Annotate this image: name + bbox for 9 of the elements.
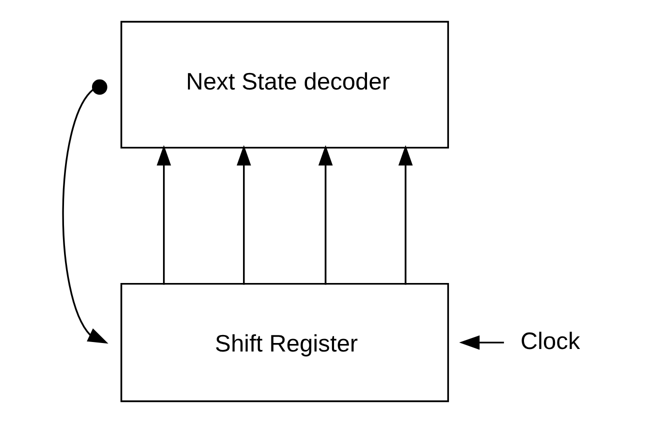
arrow [62,79,108,344]
node-box: Next State decoder [120,20,448,149]
node-text: Clock [520,328,580,355]
node-box: Shift Register [120,282,448,402]
arrow [156,145,171,285]
arrow [398,145,412,285]
arrow [318,145,332,285]
arrow [236,145,251,285]
arrow [458,335,504,350]
